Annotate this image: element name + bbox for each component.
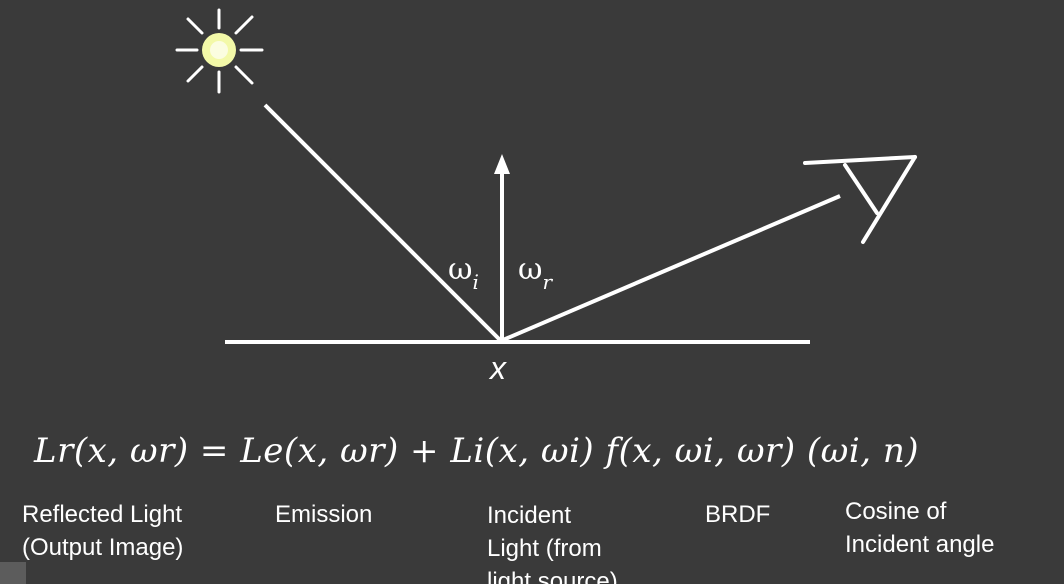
normal-arrow xyxy=(494,154,510,340)
reflected-ray xyxy=(502,194,841,342)
diagram-canvas xyxy=(175,8,917,344)
term-emission: Emission xyxy=(275,501,373,528)
omega-i-label: ωi xyxy=(448,252,479,294)
rendering-equation: Lr(x, ωr) = Le(x, ωr) + Li(x, ωi) f(x, ω… xyxy=(34,431,920,471)
incident-ray xyxy=(263,103,502,342)
sun-icon xyxy=(175,8,264,94)
point-x-label: x xyxy=(490,350,506,386)
eye-icon xyxy=(803,155,917,244)
term-reflected-light: Reflected Light(Output Image) xyxy=(22,501,184,561)
omega-r-label: ωr xyxy=(518,252,553,294)
corner-control xyxy=(0,562,26,584)
term-brdf: BRDF xyxy=(705,501,771,528)
